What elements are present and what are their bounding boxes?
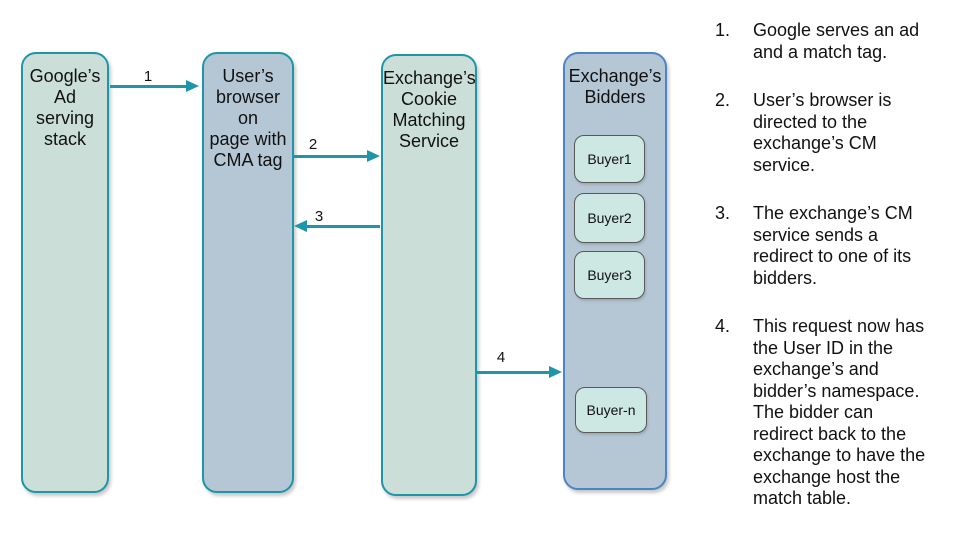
note-text: User’s browser is directed to the exchan…: [753, 90, 892, 175]
arrow-shaft: [475, 371, 549, 374]
arrow-left-head-icon: [294, 220, 307, 232]
buyer-box-3: Buyer3: [574, 251, 645, 299]
arrow-1-label: 1: [143, 68, 153, 85]
note-text: Google serves an ad and a match tag.: [753, 20, 920, 62]
buyer-box-2: Buyer2: [574, 193, 645, 243]
arrow-2-browser-to-cm-service: [294, 150, 380, 163]
note-text: This request now has the User ID in the …: [753, 316, 926, 508]
buyer-box-1: Buyer1: [574, 135, 645, 183]
note-number: 2.: [715, 90, 731, 110]
node-google-ad-serving-stack: Google’s Ad serving stack: [21, 52, 109, 493]
note-text: The exchange’s CM service sends a redire…: [753, 203, 913, 288]
arrow-shaft: [110, 85, 186, 88]
node-user-browser: User’s browser on page with CMA tag: [202, 52, 294, 493]
arrow-right-head-icon: [549, 366, 562, 378]
arrow-shaft: [307, 225, 380, 228]
arrow-4-label: 4: [496, 349, 506, 366]
arrow-right-head-icon: [186, 80, 199, 92]
buyer-box-n: Buyer-n: [575, 387, 647, 433]
note-item-4: 4. This request now has the User ID in t…: [715, 316, 955, 510]
note-number: 1.: [715, 20, 731, 40]
note-item-3: 3. The exchange’s CM service sends a red…: [715, 203, 955, 289]
arrow-1-google-to-browser: [110, 80, 199, 93]
note-number: 3.: [715, 203, 731, 223]
arrow-3-cm-service-to-browser: [294, 220, 380, 233]
arrow-right-head-icon: [367, 150, 380, 162]
arrow-4-cm-service-to-bidders: [475, 366, 562, 379]
node-exchange-cookie-matching-service: Exchange’s Cookie Matching Service: [381, 54, 477, 496]
note-number: 4.: [715, 316, 731, 336]
explanation-list: 1. Google serves an ad and a match tag. …: [715, 20, 955, 537]
arrow-3-label: 3: [314, 208, 324, 225]
arrow-2-label: 2: [308, 136, 318, 153]
note-item-2: 2. User’s browser is directed to the exc…: [715, 90, 955, 176]
note-item-1: 1. Google serves an ad and a match tag.: [715, 20, 955, 63]
arrow-shaft: [294, 155, 367, 158]
